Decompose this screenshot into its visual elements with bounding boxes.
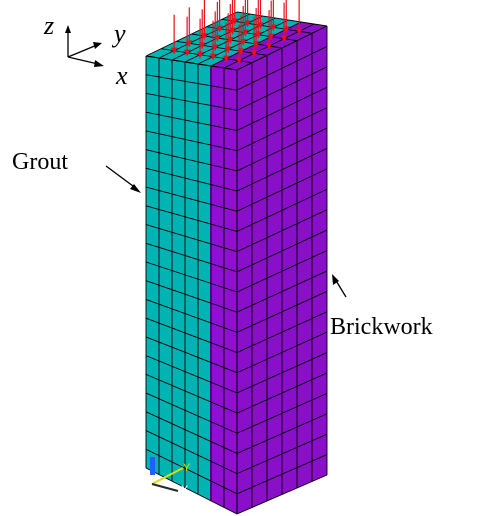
load-arrow-head [171,47,178,55]
brickwork-label: Brickwork [330,314,433,340]
load-arrow-head [212,44,219,52]
load-arrow-head [229,27,236,35]
load-arrow-head [201,33,208,40]
z-axis-arrowhead [65,25,71,33]
load-arrow-head [283,26,290,34]
load-arrow-head [266,43,273,50]
load-arrow-head [223,55,230,63]
mesh-front-horizontal [145,261,238,293]
load-arrow-head [240,39,247,46]
load-arrow-head [214,35,221,42]
load-arrow-head [255,31,262,39]
coordinate-axes: z y x [43,11,128,90]
triad-z-marker [150,457,155,475]
load-arrows [171,0,303,65]
mesh-front-horizontal [145,74,238,91]
grout-leader-line [105,165,138,190]
mesh-front-horizontal [145,167,238,192]
mesh-front-horizontal [145,299,238,333]
load-arrow-head [242,29,249,37]
mesh-front-horizontal [145,130,238,152]
load-arrow-head [251,50,258,58]
mesh-front-horizontal [145,93,238,111]
grout-front-face [146,56,210,500]
mesh-front-horizontal [145,336,238,374]
load-arrow-head [210,53,217,61]
load-arrow-head [244,20,251,28]
grout-label: Grout [12,149,68,175]
mesh-top-line [161,48,253,64]
load-arrow-head [231,18,238,26]
brickwork-face [210,26,327,514]
load-arrow-head [186,40,193,48]
y-axis-line [67,44,98,58]
load-arrow-head [199,42,206,50]
load-arrow-head [270,24,277,32]
mesh-front-horizontal [145,448,238,495]
mesh-front-horizontal [145,392,238,434]
mesh-front-horizontal [145,355,238,394]
grout-face [146,56,210,500]
load-arrow-head [197,51,204,59]
mesh-front-horizontal [145,467,238,515]
mesh-front-horizontal [145,317,238,353]
brickwork-leader-arrowhead [332,274,339,285]
triad-y-line [151,467,184,485]
load-arrow-head [184,49,191,57]
mesh-front-horizontal [145,280,238,313]
mesh-front-horizontal [145,205,238,232]
mesh-front-horizontal [145,186,238,212]
mesh-front-horizontal [145,411,238,454]
y-axis-arrowhead [93,42,102,49]
mesh-front-horizontal [145,373,238,414]
mesh-lines [145,11,328,515]
x-axis-label: x [115,61,128,90]
load-arrow-head [216,25,223,33]
mesh-front-horizontal [145,224,238,253]
load-arrow-head [296,28,303,36]
grout-leader-arrowhead [130,184,141,193]
mesh-front-horizontal [145,430,238,475]
triad-y-label: Y [183,462,191,474]
triad-x-label: X [181,484,189,496]
callouts: Grout Brickwork [12,149,433,340]
mesh-front-horizontal [145,242,238,273]
mesh-top-line [236,11,328,27]
mesh-top-line [206,26,298,42]
z-axis-label: z [43,11,54,40]
load-arrow-head [268,33,275,41]
triad-x-line [151,483,179,492]
global-triad: Y X [150,457,191,496]
x-axis-arrowhead [94,60,104,67]
mesh-top-line [176,40,268,56]
load-arrow-head [281,35,288,43]
load-arrow-head [227,37,234,44]
mesh-top-line [221,18,313,34]
y-axis-label: y [111,19,126,48]
x-axis-line [67,56,99,65]
mesh-top-line [191,33,283,49]
mesh-front-horizontal [145,111,238,131]
load-arrow-head [257,22,264,30]
brickwork-front-face [210,66,237,514]
mesh-top-line [145,55,238,71]
mesh-front-horizontal [145,149,238,172]
load-arrow-head [236,57,243,65]
